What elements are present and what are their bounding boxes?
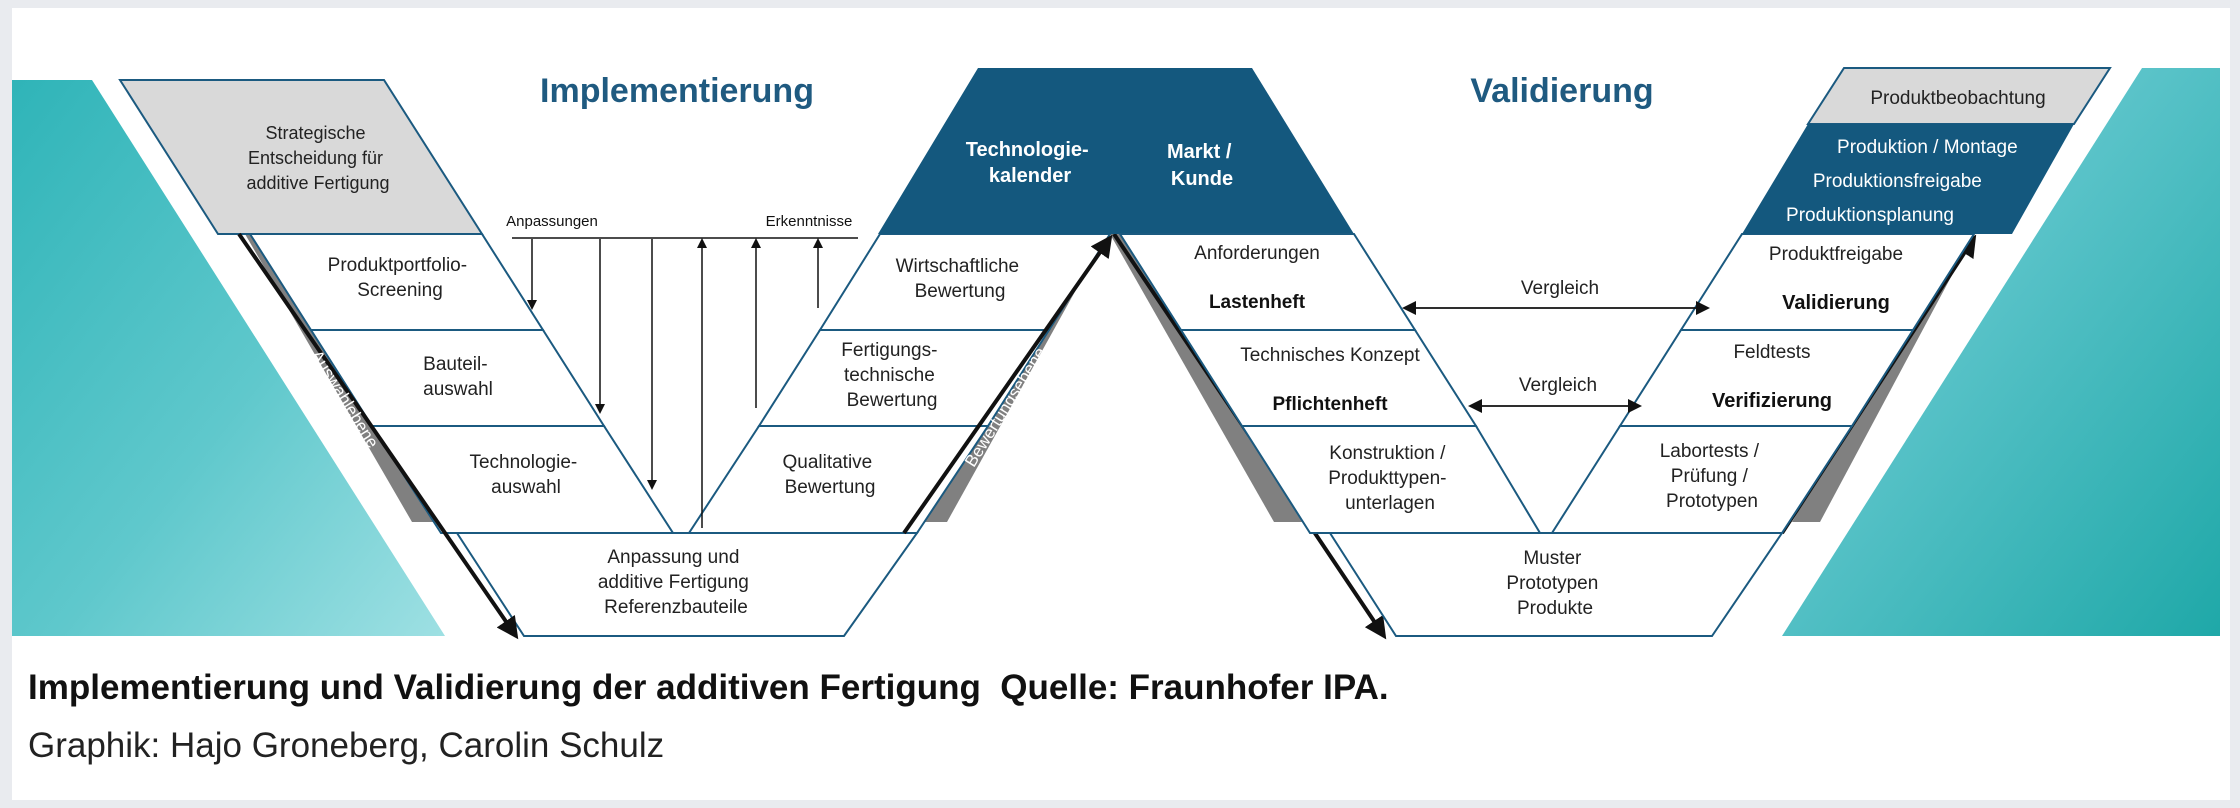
middle-dark-block (878, 68, 1354, 234)
caption-title: Implementierung und Validierung der addi… (28, 668, 1389, 707)
left-v-left-arm (248, 233, 675, 534)
produktion-dark-block (1742, 124, 2074, 234)
text-produktion: Produktion / Montage Produktionsfreigabe… (1786, 137, 2023, 226)
label-vergleich-1: Vergleich (1521, 278, 1599, 299)
right-v-bottom-box (1328, 532, 1784, 637)
step-qualitativ: Qualitative Bewertung (782, 452, 877, 498)
shadow-mid (1110, 234, 1302, 522)
figure-frame: Strategische Entscheidung für additive F… (12, 8, 2230, 800)
step-fertigungstechnisch: Fertigungs- technische Bewertung (841, 340, 942, 411)
feedback-arrows (527, 238, 823, 528)
step-produktfreigabe: Produktfreigabe (1769, 244, 1903, 265)
teal-band-right (1782, 68, 2220, 636)
left-v-bottom-box (455, 532, 919, 637)
step-technologie: Technologie- auswahl (469, 452, 582, 498)
step-feldtests: Feldtests (1733, 342, 1810, 363)
label-erkenntnisse: Erkenntnisse (766, 213, 853, 230)
right-v-left-arm (1118, 233, 1542, 534)
step-anpassung: Anpassung und additive Fertigung Referen… (598, 547, 754, 618)
heading-validierung: Validierung (1470, 72, 1653, 110)
step-labortests: Labortests / Prüfung / Prototypen (1660, 441, 1765, 512)
step-technisches-konzept: Technisches Konzept (1240, 345, 1420, 366)
step-muster: Muster Prototypen Produkte (1506, 548, 1603, 619)
right-v-right-arm (1550, 233, 1976, 534)
step-portfolio: Produktportfolio- Screening (328, 255, 473, 301)
step-lastenheft: Lastenheft (1209, 292, 1306, 313)
v-model-diagram: Strategische Entscheidung für additive F… (12, 67, 2220, 640)
step-bauteil: Bauteil- auswahl (423, 354, 493, 400)
step-validierung: Validierung (1782, 292, 1890, 314)
step-anforderungen: Anforderungen (1194, 243, 1320, 264)
diag-arrow-auswahl (237, 232, 519, 640)
step-verifizierung: Verifizierung (1712, 390, 1832, 412)
step-pflichtenheft: Pflichtenheft (1272, 394, 1388, 415)
diag-arrow-bewertung (902, 234, 1113, 535)
box-technologiekalender: Technologie- kalender (966, 139, 1095, 187)
label-vergleich-2: Vergleich (1519, 375, 1597, 396)
teal-band-left (12, 80, 445, 636)
heading-implementierung: Implementierung (540, 72, 814, 110)
figure-caption: Implementierung und Validierung der addi… (28, 668, 2228, 766)
text-produktbeobachtung: Produktbeobachtung (1870, 88, 2045, 109)
step-konstruktion: Konstruktion / Produkttypen- unterlagen (1328, 443, 1452, 514)
label-anpassungen: Anpassungen (506, 213, 598, 230)
box-markt-kunde: Markt / Kunde (1167, 141, 1237, 190)
caption-credit: Graphik: Hajo Groneberg, Carolin Schulz (28, 726, 665, 765)
left-v-right-arm (687, 233, 1112, 534)
step-wirtschaftlich: Wirtschaftliche Bewertung (896, 256, 1025, 302)
strategy-text: Strategische Entscheidung für additive F… (246, 123, 389, 193)
